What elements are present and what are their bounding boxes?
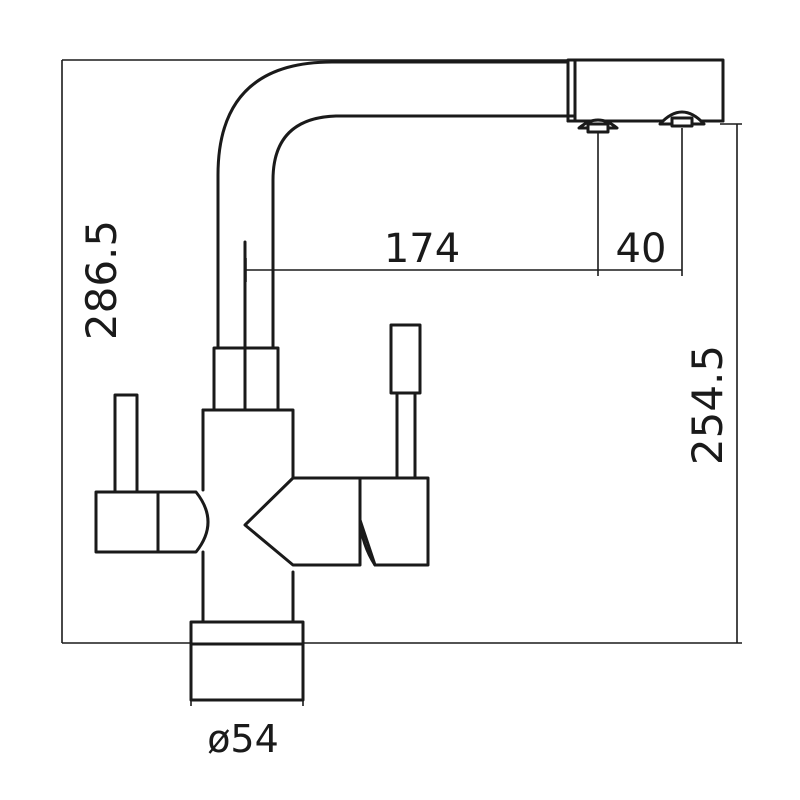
left-handle <box>94 393 210 554</box>
spout-tube <box>216 60 577 354</box>
total-height-label: 286.5 <box>77 220 126 340</box>
spout-outlet-right <box>658 110 706 128</box>
spout-outlet-left <box>577 118 619 134</box>
outlet-spacing-label: 40 <box>616 226 667 272</box>
spout-collar <box>212 346 280 412</box>
spout-reach-label: 174 <box>384 226 460 272</box>
right-valve <box>243 476 430 567</box>
base-diameter-label: ø54 <box>207 717 279 761</box>
base-mount <box>189 620 305 702</box>
spout-head <box>566 58 725 123</box>
spout-height-label: 254.5 <box>683 345 732 465</box>
right-handle <box>389 323 422 480</box>
